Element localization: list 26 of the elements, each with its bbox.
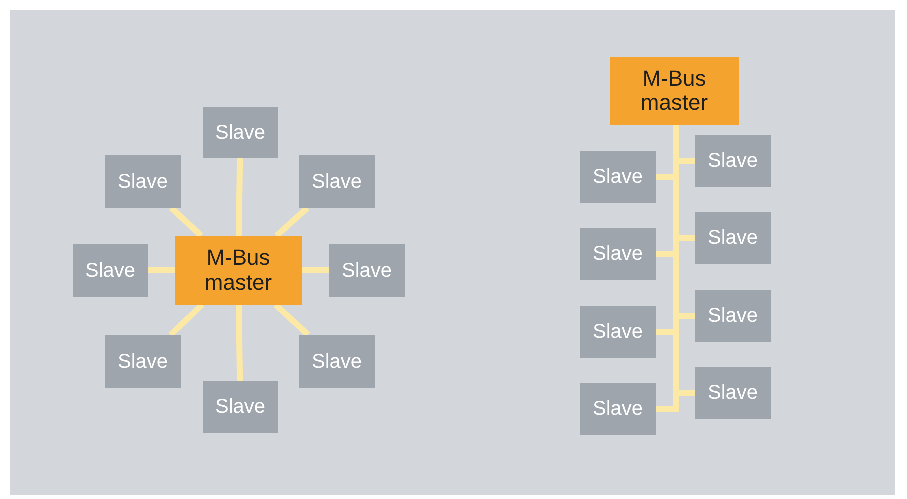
slave-box: Slave xyxy=(73,244,148,297)
slave-box: Slave xyxy=(105,155,181,208)
slave-box: Slave xyxy=(695,367,771,419)
bus-line xyxy=(169,206,204,238)
slave-box: Slave xyxy=(580,383,656,435)
slave-box: Slave xyxy=(329,244,405,297)
slave-box: Slave xyxy=(695,212,771,264)
slave-box: Slave xyxy=(203,381,278,433)
slave-box: Slave xyxy=(695,290,771,342)
slave-box: Slave xyxy=(580,228,656,280)
slave-box: Slave xyxy=(299,155,375,208)
bus-line xyxy=(236,158,244,236)
bus-line xyxy=(274,206,310,238)
bus-line xyxy=(274,302,310,338)
master-box: M-Bus master xyxy=(610,57,739,125)
bus-line xyxy=(302,268,329,274)
bus-line xyxy=(168,302,204,338)
slave-box: Slave xyxy=(580,151,656,203)
slave-box: Slave xyxy=(580,306,656,358)
slave-box: Slave xyxy=(203,107,278,158)
master-box: M-Bus master xyxy=(175,236,302,305)
slave-box: Slave xyxy=(695,135,771,187)
slave-box: Slave xyxy=(299,335,375,388)
slave-box: Slave xyxy=(105,335,181,388)
bus-line xyxy=(236,304,244,382)
bus-line xyxy=(148,268,175,274)
